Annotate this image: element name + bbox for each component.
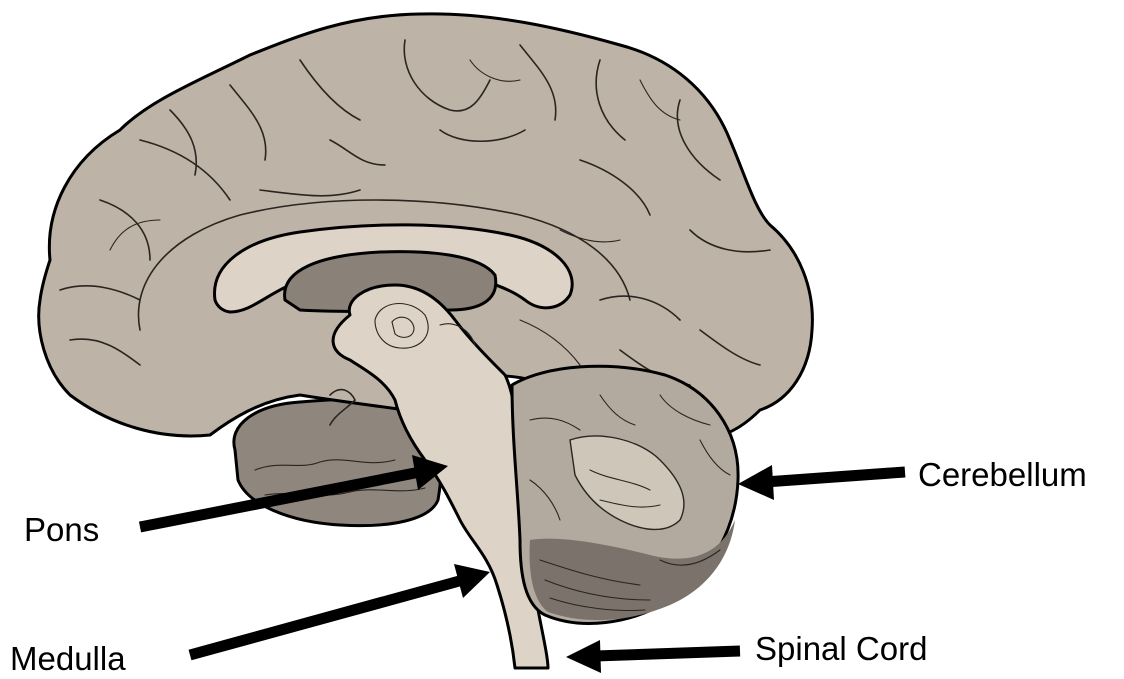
- label-cerebellum: Cerebellum: [918, 456, 1087, 493]
- label-pons: Pons: [24, 511, 99, 548]
- arrow-cerebellum: [738, 465, 905, 500]
- label-spinal-cord: Spinal Cord: [755, 630, 927, 667]
- arrow-medulla: [190, 564, 490, 655]
- label-medulla: Medulla: [10, 640, 126, 674]
- arrow-spinal-cord: [566, 640, 740, 673]
